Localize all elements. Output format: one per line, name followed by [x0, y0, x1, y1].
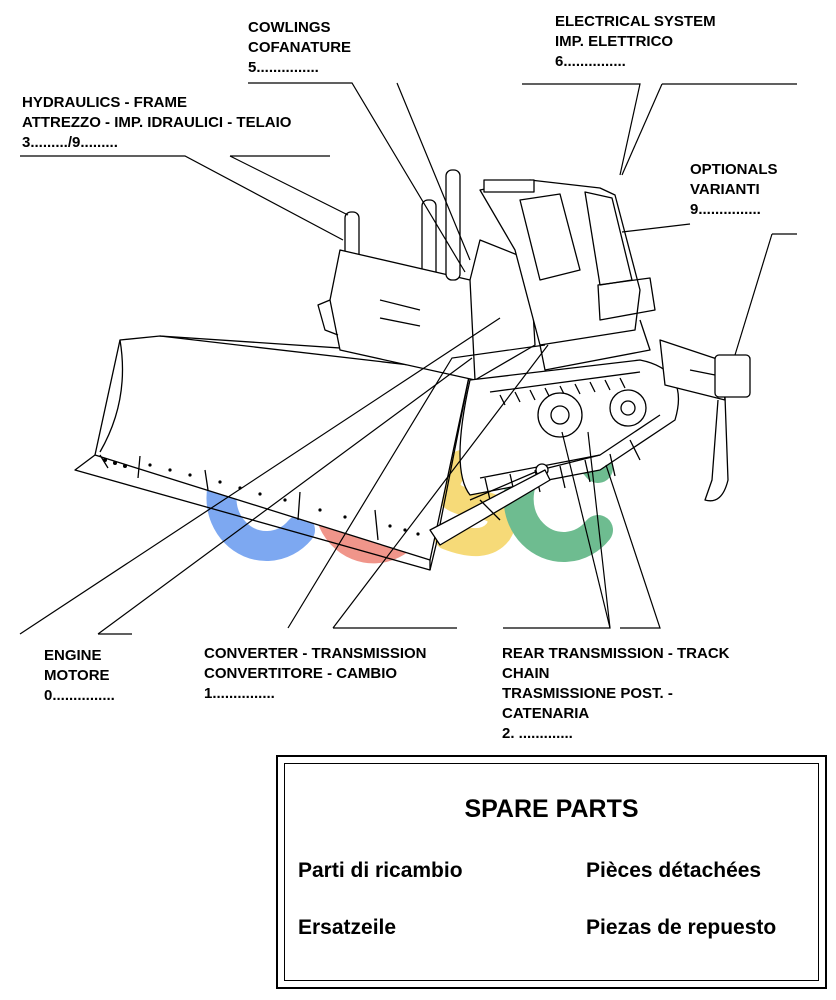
translation-italian: Parti di ricambio: [298, 859, 463, 882]
dozer-blade: [74, 335, 471, 571]
callout-rear-en-2: CHAIN: [502, 665, 550, 682]
callout-converter-ref: 1...............: [204, 685, 275, 702]
callout-converter-en: CONVERTER - TRANSMISSION: [204, 645, 427, 662]
translation-french: Pièces détachées: [586, 859, 762, 882]
callout-engine-ref: 0...............: [44, 687, 115, 704]
callout-hydraulics-it: ATTREZZO - IMP. IDRAULICI - TELAIO: [22, 114, 292, 131]
translation-spanish: Piezas de repuesto: [586, 916, 777, 939]
ripper: [659, 339, 751, 502]
callout-rear-transmission: REAR TRANSMISSION - TRACK CHAIN TRASMISS…: [502, 644, 730, 744]
callout-cowlings: COWLINGS COFANATURE 5...............: [248, 18, 351, 78]
machine-body: [317, 169, 536, 381]
spare-parts-box: SPARE PARTS Parti di ricambio Pièces dét…: [276, 755, 827, 989]
callout-converter-transmission: CONVERTER - TRANSMISSION CONVERTITORE - …: [204, 644, 427, 704]
callout-optionals-it: VARIANTI: [690, 181, 760, 198]
callout-electrical-ref: 6...............: [555, 53, 626, 70]
track-chain: [459, 359, 680, 501]
callout-electrical-en: ELECTRICAL SYSTEM: [555, 13, 716, 30]
callout-rear-it-1: TRASMISSIONE POST. -: [502, 685, 673, 702]
callout-hydraulics-frame: HYDRAULICS - FRAME ATTREZZO - IMP. IDRAU…: [22, 93, 291, 153]
callout-converter-it: CONVERTITORE - CAMBIO: [204, 665, 398, 682]
spare-parts-title: SPARE PARTS: [464, 795, 639, 823]
callout-engine-en: ENGINE: [44, 647, 102, 664]
translation-german: Ersatzeile: [298, 916, 397, 939]
callout-cowlings-en: COWLINGS: [248, 19, 331, 36]
callout-cowlings-ref: 5...............: [248, 59, 319, 76]
callout-electrical-it: IMP. ELETTRICO: [555, 33, 674, 50]
callout-engine: ENGINE MOTORE 0...............: [44, 646, 115, 706]
callout-electrical-system: ELECTRICAL SYSTEM IMP. ELETTRICO 6......…: [555, 12, 716, 72]
callout-rear-it-2: CATENARIA: [502, 705, 590, 722]
operator-cab: [479, 179, 656, 371]
callout-hydraulics-ref: 3........./9.........: [22, 134, 118, 151]
push-arm: [429, 469, 551, 546]
callout-hydraulics-en: HYDRAULICS - FRAME: [22, 94, 187, 111]
callout-engine-it: MOTORE: [44, 667, 110, 684]
callout-rear-ref: 2. .............: [502, 725, 573, 742]
callout-rear-en-1: REAR TRANSMISSION - TRACK: [502, 645, 730, 662]
callout-cowlings-it: COFANATURE: [248, 39, 352, 56]
bulldozer-diagram: [19, 82, 797, 635]
callout-optionals-en: OPTIONALS: [690, 161, 778, 178]
callout-leader-lines: [19, 82, 797, 635]
callout-optionals-ref: 9...............: [690, 201, 761, 218]
callout-optionals: OPTIONALS VARIANTI 9...............: [690, 160, 778, 220]
spare-parts-inner-border: [284, 763, 819, 981]
